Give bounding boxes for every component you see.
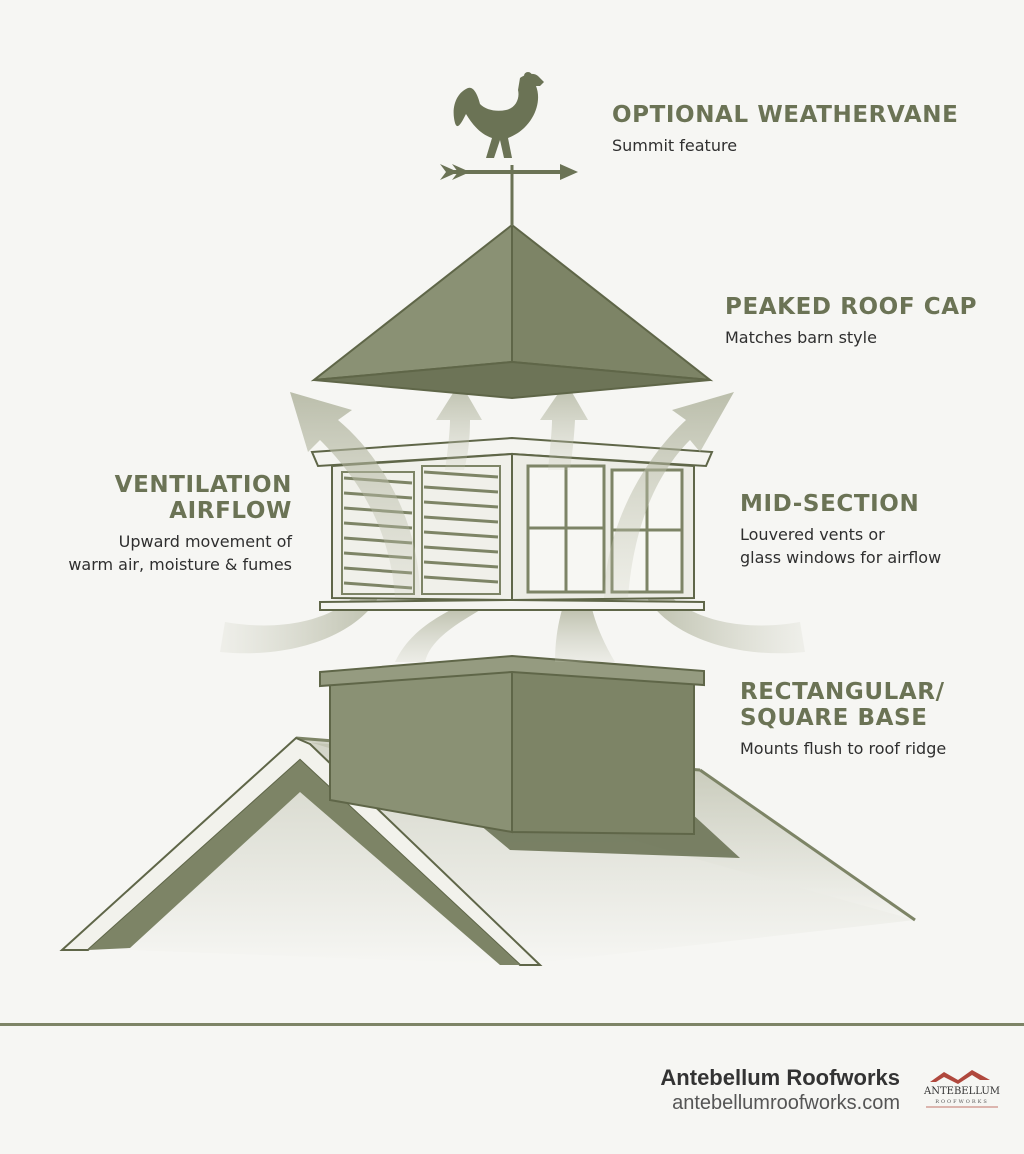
label-weathervane: OPTIONAL WEATHERVANE Summit feature — [612, 102, 1012, 157]
label-base-title-2: SQUARE BASE — [740, 705, 928, 731]
label-base-title-1: RECTANGULAR/ — [740, 679, 945, 705]
company-url[interactable]: antebellumroofworks.com — [672, 1092, 900, 1114]
label-airflow: VENTILATION AIRFLOW Upward movement of w… — [20, 472, 292, 576]
label-weathervane-desc: Summit feature — [612, 136, 738, 155]
louver-slat — [423, 575, 499, 584]
louver-slat — [423, 500, 499, 509]
label-weathervane-title: OPTIONAL WEATHERVANE — [612, 102, 959, 128]
label-mid-section: MID-SECTION Louvered vents or glass wind… — [740, 491, 1020, 569]
cupola-base — [319, 654, 740, 858]
company-name: Antebellum Roofworks — [660, 1065, 900, 1090]
label-base: RECTANGULAR/ SQUARE BASE Mounts flush to… — [740, 679, 1020, 760]
cupola-diagram — [59, 72, 916, 966]
label-roof-cap: PEAKED ROOF CAP Matches barn style — [725, 294, 1015, 349]
airflow-arrows-upper — [290, 382, 734, 598]
label-base-desc: Mounts flush to roof ridge — [740, 739, 947, 758]
label-airflow-desc-2: warm air, moisture & fumes — [68, 555, 292, 574]
label-airflow-title-1: VENTILATION — [114, 472, 292, 498]
louver-slat — [423, 470, 499, 479]
louver-slat — [423, 530, 499, 539]
label-airflow-desc-1: Upward movement of — [118, 532, 292, 551]
footer-brand: Antebellum Roofworks antebellumroofworks… — [660, 1064, 900, 1116]
louver-slat — [423, 485, 499, 494]
louver-slat — [423, 560, 499, 569]
logo-text: ANTEBELLUM — [923, 1086, 1000, 1097]
louver-slat — [423, 545, 499, 554]
footer-divider — [0, 1023, 1024, 1026]
label-mid-section-desc-2: glass windows for airflow — [740, 548, 942, 567]
logo-subtext: ROOFWORKS — [935, 1099, 989, 1105]
louver-slat — [423, 515, 499, 524]
label-roof-cap-desc: Matches barn style — [725, 328, 877, 347]
rooster-weathervane-icon — [440, 72, 578, 226]
label-airflow-title-2: AIRFLOW — [169, 498, 292, 524]
label-mid-section-title: MID-SECTION — [740, 491, 920, 517]
label-roof-cap-title: PEAKED ROOF CAP — [725, 294, 978, 320]
cupola-mid-section — [310, 436, 714, 611]
label-mid-section-desc-1: Louvered vents or — [740, 525, 885, 544]
company-logo: ANTEBELLUM ROOFWORKS — [923, 1070, 1000, 1108]
airflow-arrows — [220, 545, 805, 662]
peaked-roof-cap — [310, 222, 714, 400]
